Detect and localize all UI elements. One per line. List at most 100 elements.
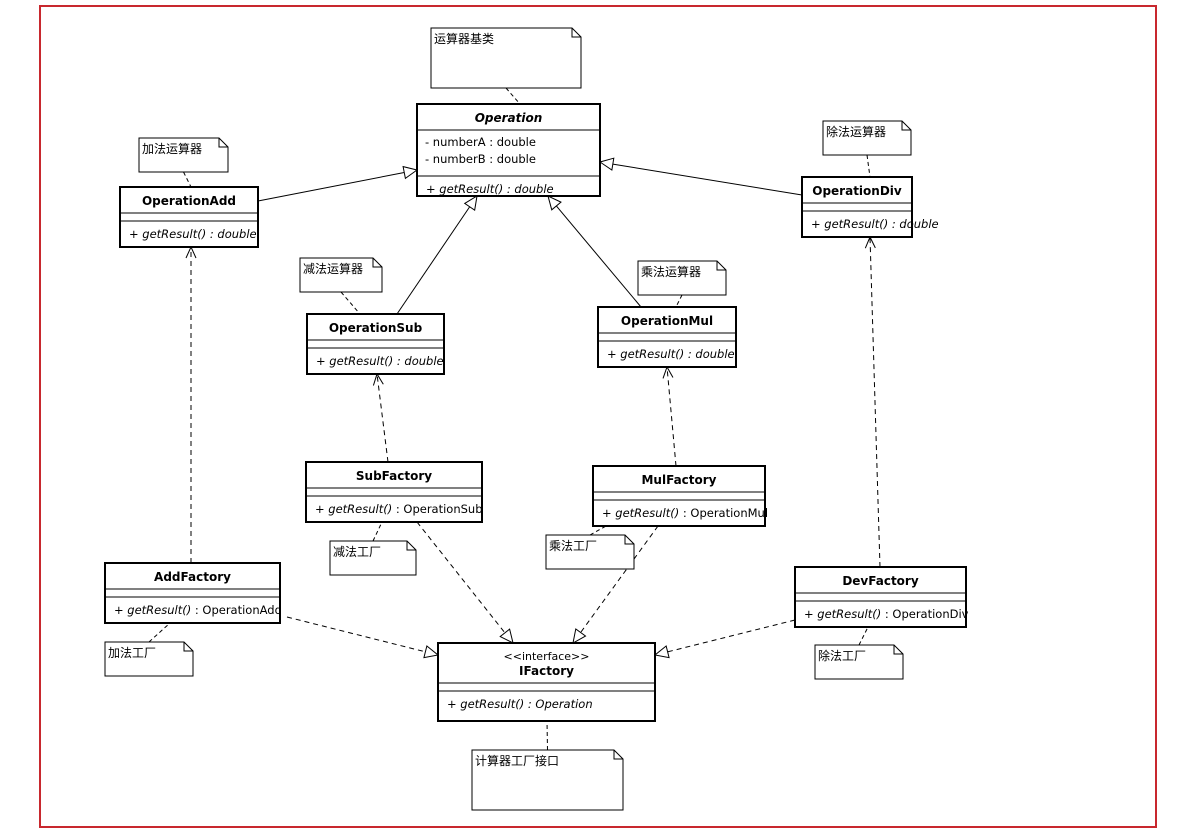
class-method: + getResult() : OperationSub — [315, 502, 483, 516]
dependency-line — [869, 236, 881, 568]
hollow-triangle-arrowhead — [423, 645, 440, 659]
relation-realization-subfactory-to-ifactory — [416, 521, 514, 644]
relation-realization-mulfactory-to-ifactory — [572, 525, 659, 644]
dependency-line — [666, 366, 677, 467]
class-method: + getResult() : double — [316, 354, 444, 368]
note-shape — [329, 540, 417, 576]
generalization-line — [396, 206, 471, 315]
note-text: 运算器基类 — [434, 31, 494, 46]
relation-generalization-operationadd-to-operation — [257, 165, 419, 202]
class-box — [597, 306, 737, 368]
method-visibility: + — [129, 227, 142, 241]
class-method: + getResult() : Operation — [447, 697, 593, 711]
note-anchor-line — [505, 87, 521, 105]
note-ifactory: 计算器工厂接口 — [471, 720, 624, 811]
note-anchor-line — [372, 521, 383, 542]
class-attribute: - numberA : double — [425, 135, 536, 149]
class-operationadd[interactable]: OperationAdd+ getResult() : double — [119, 186, 259, 248]
class-box — [416, 103, 601, 197]
note-text: 除法运算器 — [826, 124, 886, 139]
class-box — [306, 313, 445, 375]
class-name: SubFactory — [356, 469, 432, 483]
note-anchor-line — [866, 154, 871, 178]
class-operationmul[interactable]: OperationMul + getResult() : double — [597, 306, 737, 368]
class-subfactory[interactable]: SubFactory + getResult() : OperationSub — [305, 461, 483, 523]
generalization-line — [257, 171, 405, 202]
note-shape — [637, 260, 727, 296]
class-devfactory[interactable]: DevFactory+ getResult() : OperationDiv — [794, 566, 969, 628]
class-method: + getResult() : double — [426, 182, 554, 196]
note-shape — [814, 644, 904, 680]
note-shape — [430, 27, 582, 89]
class-method: + getResult() : double — [811, 217, 939, 231]
note-fold — [901, 121, 911, 131]
class-method: + getResult() : OperationDiv — [804, 607, 969, 621]
method-visibility: + — [607, 347, 620, 361]
note-shape — [104, 641, 194, 677]
note-anchor-line — [675, 294, 683, 308]
hollow-triangle-arrowhead — [499, 628, 514, 644]
note-fold — [893, 645, 903, 655]
hollow-triangle-arrowhead — [463, 195, 478, 211]
relation-generalization-operationdiv-to-operation — [598, 157, 803, 196]
note-layer: 运算器基类加法运算器除法运算器减法运算器乘法运算器减法工厂乘法工厂加法工厂除法工… — [104, 27, 912, 811]
note-div: 除法运算器 — [822, 120, 912, 178]
class-operation[interactable]: Operation- numberA : double- numberB : d… — [416, 103, 601, 197]
class-operationdiv[interactable]: OperationDiv + getResult() : double — [801, 176, 939, 238]
note-shape — [299, 257, 383, 293]
note-shape — [545, 534, 635, 570]
note-sub: 减法运算器 — [299, 257, 383, 315]
class-mulfactory[interactable]: MulFactory+ getResult() : OperationMul — [592, 465, 768, 527]
method-signature: getResult() : double — [620, 347, 734, 361]
method-visibility: + — [315, 502, 328, 516]
dependency-line — [376, 373, 389, 463]
class-method: + getResult() : OperationAdd — [114, 603, 282, 617]
note-fold — [183, 642, 193, 652]
note-anchor-line — [148, 622, 171, 643]
note-text: 加法工厂 — [108, 646, 156, 660]
method-return-type: : OperationDiv — [881, 607, 968, 621]
method-visibility: + — [114, 603, 127, 617]
realization-line — [286, 616, 426, 653]
note-mulfactory: 乘法工厂 — [545, 525, 635, 570]
note-operation: 运算器基类 — [430, 27, 582, 105]
class-attribute: - numberB : double — [425, 152, 536, 166]
class-box — [592, 465, 766, 527]
note-fold — [372, 258, 382, 268]
method-signature: getResult() — [328, 502, 392, 516]
note-text: 计算器工厂接口 — [475, 753, 559, 768]
method-visibility: + — [602, 506, 615, 520]
note-fold — [716, 261, 726, 271]
note-anchor-line — [340, 291, 361, 315]
note-fold — [613, 750, 623, 760]
diagram-frame — [39, 5, 1157, 828]
method-signature: getResult() — [615, 506, 679, 520]
note-fold — [218, 138, 228, 148]
note-shape — [471, 749, 624, 811]
note-fold — [571, 28, 581, 38]
class-addfactory[interactable]: AddFactory + getResult() : OperationAdd — [104, 562, 282, 624]
class-name: AddFactory — [154, 570, 231, 584]
class-name: OperationDiv — [812, 184, 902, 198]
class-name: OperationMul — [621, 314, 713, 328]
relation-dependency-devfactory-to-operationdiv — [864, 235, 881, 568]
class-ifactory[interactable]: <<interface>>IFactory+ getResult() : Ope… — [437, 642, 656, 722]
method-return-type: : OperationAdd — [191, 603, 282, 617]
method-signature: getResult() — [127, 603, 191, 617]
relation-dependency-subfactory-to-operationsub — [372, 372, 389, 463]
method-visibility: + — [447, 697, 460, 711]
method-signature: getResult() — [817, 607, 881, 621]
class-operationsub[interactable]: OperationSub + getResult() : double — [306, 313, 445, 375]
open-arrowhead — [372, 372, 384, 386]
class-box — [104, 562, 281, 624]
note-anchor-line — [546, 720, 548, 751]
note-addfactory: 加法工厂 — [104, 622, 194, 677]
class-method: + getResult() : double — [129, 227, 257, 241]
relation-generalization-operationmul-to-operation — [547, 195, 642, 308]
class-name: MulFactory — [641, 473, 716, 487]
method-signature: getResult() : double — [824, 217, 938, 231]
realization-line — [416, 521, 506, 634]
hollow-triangle-arrowhead — [572, 628, 587, 644]
class-name: OperationSub — [329, 321, 423, 335]
note-fold — [406, 541, 416, 551]
